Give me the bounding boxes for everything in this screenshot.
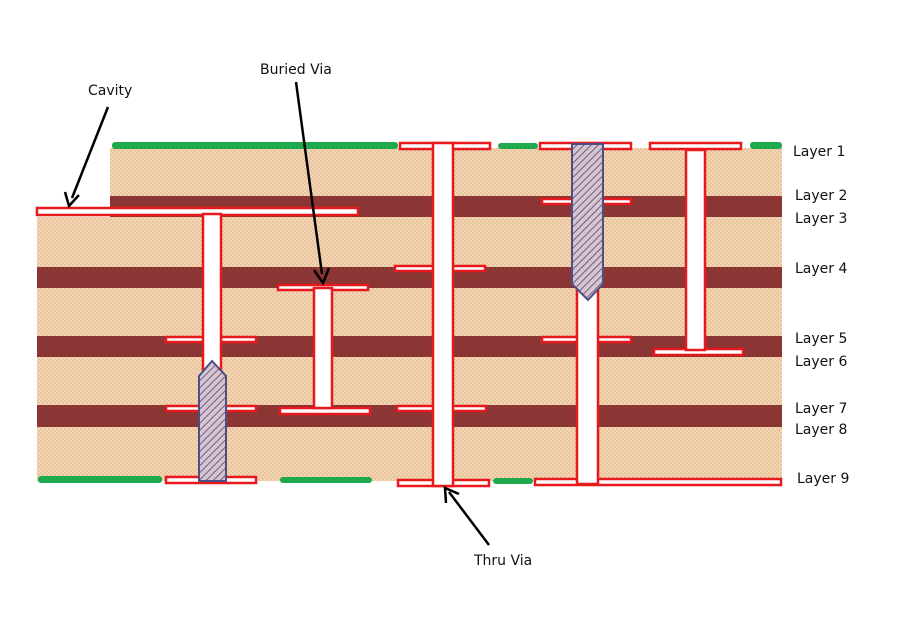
layer-1-label: Layer 1 (793, 144, 845, 160)
layer-6-label: Layer 6 (795, 354, 847, 370)
solder-mask-segment (112, 142, 398, 149)
dielectric-layers (37, 148, 782, 481)
copper-pad (533, 477, 783, 487)
cavity-trace (35, 206, 360, 217)
buried-via-arrow-head (312, 267, 331, 286)
thru-via-barrel (431, 141, 455, 488)
solder-mask-segment (493, 478, 533, 484)
layer-7-label: Layer 7 (795, 401, 847, 417)
buried-via-barrel (312, 286, 334, 410)
dielectric-3 (37, 288, 782, 336)
solder-mask-segment (280, 477, 372, 483)
layer-8-label: Layer 8 (795, 422, 847, 438)
dielectric-2 (37, 217, 782, 267)
buried-via-arrow (294, 81, 324, 275)
dielectric-4 (37, 357, 782, 405)
layer-5-label: Layer 5 (795, 331, 847, 347)
solder-mask-segment (750, 142, 782, 149)
cavity-arrow (70, 106, 110, 199)
stacked-via-barrel (575, 288, 600, 486)
thru-via-arrow-head (443, 486, 460, 504)
blind-via-right-barrel (684, 148, 707, 352)
callout-arrows (63, 81, 490, 546)
layer-2-label: Layer 2 (795, 188, 847, 204)
filled-via-bottom (198, 359, 227, 482)
buried-via-label: Buried Via (260, 62, 332, 78)
layer-labels: Layer 1 Layer 2 Layer 3 Layer 4 Layer 5 … (793, 144, 849, 487)
cavity-label: Cavity (88, 83, 132, 99)
solder-mask-segment (38, 476, 162, 483)
solder-mask-segment (498, 143, 538, 149)
layer-3-label: Layer 3 (795, 211, 847, 227)
dielectric-5 (37, 427, 782, 481)
solder-mask (38, 142, 782, 484)
layer-9-label: Layer 9 (797, 471, 849, 487)
copper-pad (648, 141, 743, 151)
thru-via-label: Thru Via (473, 553, 532, 569)
thru-via-arrow (448, 491, 490, 546)
cavity-arrow-head (63, 191, 80, 209)
layer-4-label: Layer 4 (795, 261, 847, 277)
via-barrels (201, 141, 707, 488)
filled-vias (198, 143, 604, 482)
blind-via-left-barrel (201, 212, 223, 376)
filled-via-top (571, 143, 604, 302)
